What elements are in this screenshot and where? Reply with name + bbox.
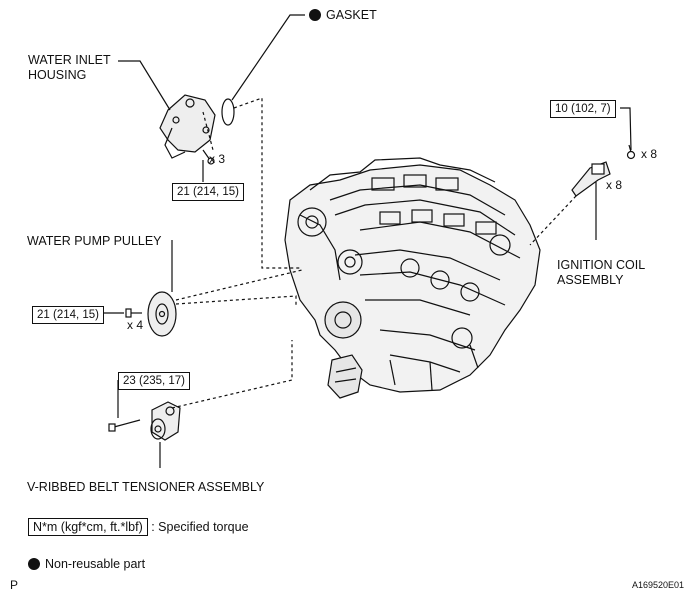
coil-qty: x 8 — [606, 178, 623, 192]
gasket-text: GASKET — [326, 8, 377, 22]
legend-non-reusable: Non-reusable part — [28, 557, 145, 571]
coil-bolt-qty: x 8 — [641, 147, 658, 161]
gasket-label: GASKET — [309, 8, 377, 23]
ignition-coil-bolt — [626, 144, 636, 160]
ignition-coil-label: IGNITION COIL ASSEMBLY — [557, 258, 645, 288]
water-pump-pulley-part — [147, 291, 177, 337]
pulley-bolt-qty: x 4 — [127, 318, 144, 332]
inlet-housing-bolt — [202, 149, 215, 165]
water-pump-pulley-label: WATER PUMP PULLEY — [27, 234, 162, 248]
belt-tensioner-label: V-RIBBED BELT TENSIONER ASSEMBLY — [27, 480, 265, 494]
inlet-bolt-qty: x 3 — [209, 152, 226, 166]
non-reusable-legend-icon — [28, 558, 40, 570]
tensioner-bolt-torque: 23 (235, 17) — [118, 372, 191, 390]
water-inlet-housing-label: WATER INLET HOUSING — [28, 53, 111, 83]
water-inlet-housing-part — [159, 94, 216, 159]
ignition-coil-line1: IGNITION COIL — [557, 258, 646, 272]
engine-assembly — [284, 157, 541, 399]
tensioner-bolt — [108, 419, 141, 432]
non-reusable-icon — [309, 9, 321, 21]
ignition-coil-line2: ASSEMBLY — [557, 273, 624, 287]
legend-non-reusable-text: Non-reusable part — [45, 557, 146, 571]
water-inlet-housing-line1: WATER INLET — [28, 53, 111, 67]
gasket-part — [221, 98, 235, 126]
footer-left: P — [10, 578, 19, 592]
legend-torque-desc: : Specified torque — [151, 520, 249, 534]
water-inlet-housing-line2: HOUSING — [28, 68, 87, 82]
pulley-bolt-torque: 21 (214, 15) — [32, 306, 105, 324]
ignition-coil-part — [571, 161, 611, 197]
inlet-bolt-torque: 21 (214, 15) — [172, 183, 245, 201]
belt-tensioner-part — [150, 401, 181, 441]
pulley-bolt — [125, 308, 142, 318]
figure-id: A169520E01 — [631, 580, 684, 590]
ignition-coil-bolt-torque: 10 (102, 7) — [550, 100, 616, 118]
legend-torque-unit: N*m (kgf*cm, ft.*lbf) — [28, 518, 148, 536]
legend-torque: N*m (kgf*cm, ft.*lbf) : Specified torque — [28, 518, 249, 536]
